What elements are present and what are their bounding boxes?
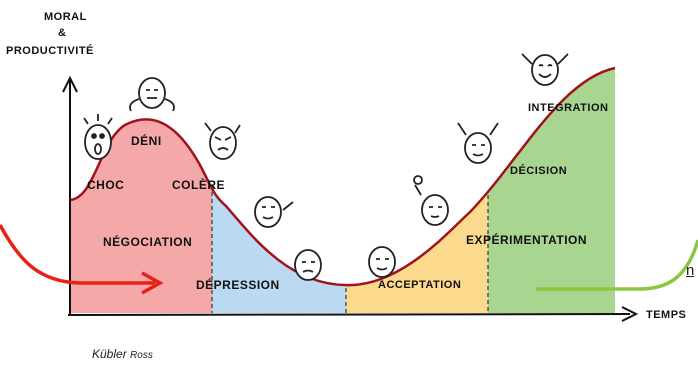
stage-label-choc: CHOC [87,178,125,192]
zone-integration [488,68,615,313]
face-depression [294,249,322,281]
caption-main: Kübler [92,347,127,361]
face-integration [521,53,569,86]
phase-zones [70,68,615,313]
face-experimentation [413,175,449,226]
stage-label-colere: COLÈRE [172,178,226,192]
stage-label-experimentation: EXPÉRIMENTATION [466,233,588,247]
green-exit-line [536,239,698,291]
x-axis [67,313,631,316]
face-negociation [254,196,294,228]
red-arrow-head [141,271,164,295]
stage-label-depression: DÉPRESSION [196,278,280,292]
y-axis-title-line2: & [58,27,67,39]
face-colere [204,122,241,160]
face-deni [129,77,175,112]
stage-label-integration: INTEGRATION [528,102,609,114]
x-axis-title: TEMPS [646,309,687,321]
stage-label-deni: DÉNI [131,134,162,148]
y-axis-arrowhead [62,75,78,93]
zone-depression [212,68,346,313]
stage-label-acceptation: ACCEPTATION [378,279,462,291]
y-axis-title-line3: PRODUCTIVITÉ [6,45,94,57]
change-curve [69,66,616,287]
face-decision [457,122,499,164]
caption-attribution: Kübler Ross [92,347,153,361]
stage-label-negociation: NÉGOCIATION [103,235,193,249]
cropped-text-fragment: n [686,262,695,279]
caption-small: Ross [130,350,153,361]
face-choc [83,114,113,160]
x-axis-arrowhead [621,306,639,322]
face-acceptation [368,246,396,278]
y-axis-title-line1: MORAL [44,11,87,23]
stage-label-decision: DÉCISION [510,165,568,177]
red-entry-arrow [0,224,155,285]
